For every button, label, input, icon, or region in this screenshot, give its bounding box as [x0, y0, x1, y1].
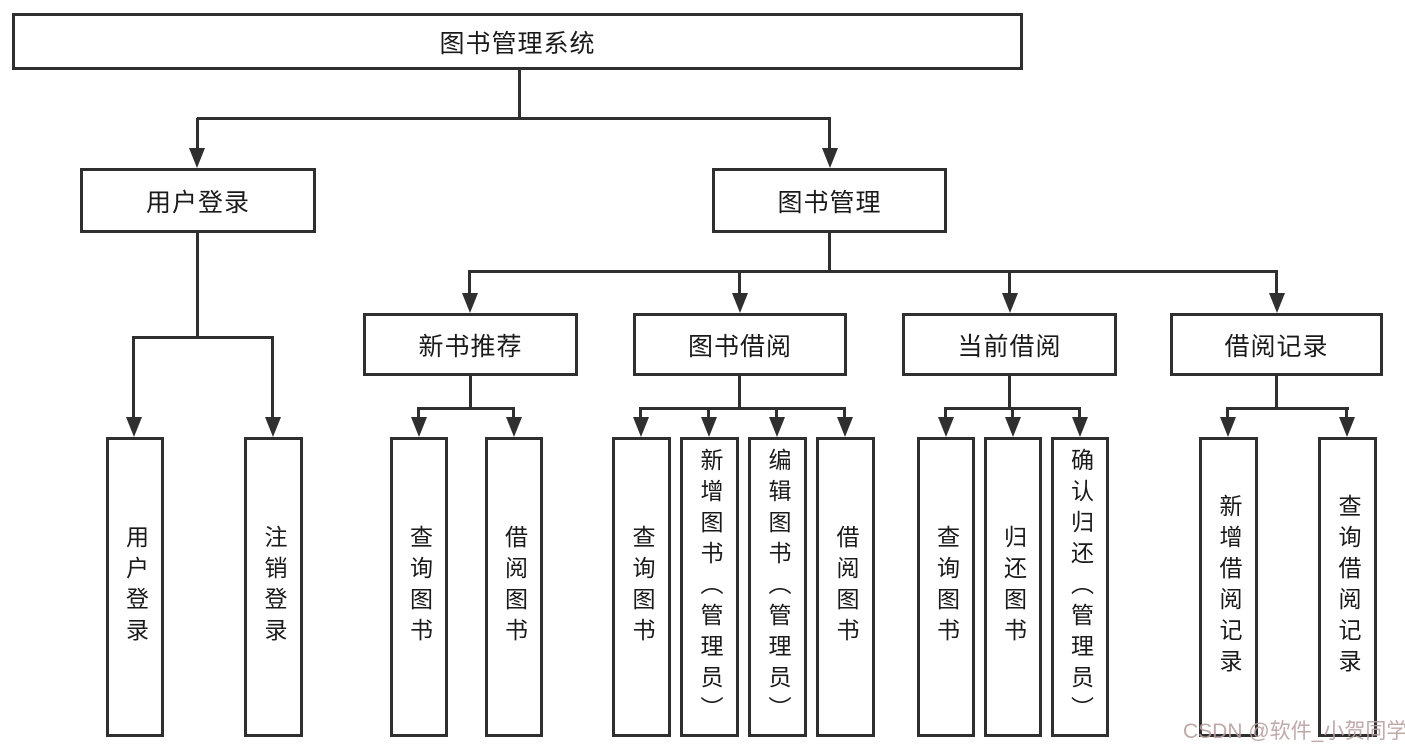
connector-stem-current-borrow [1008, 270, 1011, 296]
node-user-login: 用户登录 [80, 168, 316, 233]
leaf-bb-borrow-books-label: 借阅图书 [833, 525, 859, 649]
leaf-br-add-record-label: 新增借阅记录 [1216, 494, 1242, 680]
leaf-bb-borrow-books: 借阅图书 [816, 437, 875, 737]
arrow-to-br-query [1339, 417, 1355, 437]
connector-stem-logout [271, 336, 274, 417]
connector-stem-br-query [1345, 407, 1348, 419]
leaf-bb-add-books-admin-label: 新增图书（管理员） [697, 447, 723, 727]
connector-root-stem [518, 70, 521, 118]
connector-stem-book-borrow [738, 270, 741, 296]
connector-stem-user-login [196, 118, 199, 150]
arrow-to-user-login [189, 148, 205, 168]
leaf-nb-query-books: 查询图书 [390, 437, 448, 737]
connector-stem-bb-add [707, 407, 710, 419]
leaf-br-add-record: 新增借阅记录 [1199, 437, 1258, 737]
leaf-logout-label: 注销登录 [261, 525, 287, 649]
leaf-user-login-label: 用户登录 [122, 525, 149, 649]
connector-stem-nb-query [417, 407, 420, 419]
node-book-borrow: 图书借阅 [633, 313, 847, 376]
arrow-to-new-book [462, 293, 478, 313]
connector-book-borrow-stem2 [738, 376, 741, 409]
arrow-to-nb-query [411, 417, 427, 437]
arrow-to-br-add [1220, 417, 1236, 437]
connector-stem-nb-borrow [512, 407, 515, 419]
connector-user-login-split [134, 336, 274, 339]
node-root: 图书管理系统 [12, 13, 1023, 70]
leaf-bb-edit-books-admin-label: 编辑图书（管理员） [765, 447, 791, 727]
node-new-book-recommend: 新书推荐 [363, 313, 578, 376]
arrow-to-current-borrow [1002, 293, 1018, 313]
arrow-to-bb-edit [769, 417, 785, 437]
leaf-cb-query-books-label: 查询图书 [933, 525, 960, 649]
node-book-mgmt: 图书管理 [712, 168, 947, 233]
arrow-to-bb-borrow [837, 417, 853, 437]
arrow-to-bb-add [701, 417, 717, 437]
watermark: CSDN @软件_小贺同学 [1183, 720, 1405, 743]
leaf-nb-borrow-books-label: 借阅图书 [501, 525, 528, 649]
connector-stem-borrow-record [1275, 270, 1278, 296]
connector-stem-book-mgmt [828, 118, 831, 150]
connector-book-mgmt-split [470, 270, 1277, 273]
connector-stem-cb-query [944, 407, 947, 419]
leaf-user-login: 用户登录 [106, 437, 164, 737]
arrow-to-cb-confirm [1072, 417, 1088, 437]
leaf-br-query-record: 查询借阅记录 [1318, 437, 1377, 737]
node-user-login-label: 用户登录 [145, 188, 250, 217]
arrow-to-nb-borrow [506, 417, 522, 437]
node-root-label: 图书管理系统 [439, 29, 596, 58]
leaf-nb-query-books-label: 查询图书 [406, 525, 433, 649]
leaf-br-query-record-label: 查询借阅记录 [1335, 494, 1361, 680]
leaf-cb-return-books-label: 归还图书 [1000, 525, 1027, 649]
connector-user-login-stem [196, 233, 199, 338]
connector-root-split [197, 117, 831, 120]
connector-new-book-split [419, 407, 515, 410]
connector-stem-cb-confirm [1078, 407, 1081, 419]
leaf-cb-confirm-return-admin-label: 确认归还（管理员） [1067, 447, 1094, 727]
arrow-to-login [126, 417, 142, 437]
arrow-to-cb-return [1005, 417, 1021, 437]
leaf-bb-query-books-label: 查询图书 [629, 525, 655, 649]
node-book-mgmt-label: 图书管理 [777, 188, 882, 217]
connector-borrow-record-stem2 [1275, 376, 1278, 409]
connector-book-mgmt-stem [828, 233, 831, 271]
leaf-bb-query-books: 查询图书 [612, 437, 671, 737]
connector-new-book-stem [469, 376, 472, 409]
leaf-bb-add-books-admin: 新增图书（管理员） [680, 437, 739, 737]
node-book-borrow-label: 图书借阅 [687, 332, 792, 361]
connector-stem-login [132, 336, 135, 417]
arrow-to-book-mgmt [822, 148, 838, 168]
connector-current-borrow-stem2 [1008, 376, 1011, 409]
leaf-cb-return-books: 归还图书 [984, 437, 1042, 737]
arrow-to-book-borrow [732, 293, 748, 313]
connector-stem-bb-query [639, 407, 642, 419]
leaf-cb-confirm-return-admin: 确认归还（管理员） [1051, 437, 1109, 737]
node-borrow-record: 借阅记录 [1170, 313, 1383, 376]
node-current-borrow: 当前借阅 [902, 313, 1117, 376]
connector-stem-cb-return [1011, 407, 1014, 419]
arrow-to-bb-query [633, 417, 649, 437]
connector-stem-bb-edit [775, 407, 778, 419]
arrow-to-cb-query [938, 417, 954, 437]
connector-book-borrow-split [641, 407, 846, 410]
connector-stem-br-add [1226, 407, 1229, 419]
node-current-borrow-label: 当前借阅 [957, 332, 1062, 361]
arrow-to-logout [265, 417, 281, 437]
node-new-book-recommend-label: 新书推荐 [418, 332, 523, 361]
leaf-logout: 注销登录 [244, 437, 303, 737]
leaf-nb-borrow-books: 借阅图书 [485, 437, 543, 737]
leaf-bb-edit-books-admin: 编辑图书（管理员） [748, 437, 807, 737]
connector-borrow-record-split [1228, 407, 1349, 410]
node-borrow-record-label: 借阅记录 [1224, 332, 1329, 361]
connector-stem-bb-borrow [843, 407, 846, 419]
connector-stem-new-book [468, 270, 471, 296]
arrow-to-borrow-record [1269, 293, 1285, 313]
leaf-cb-query-books: 查询图书 [917, 437, 975, 737]
